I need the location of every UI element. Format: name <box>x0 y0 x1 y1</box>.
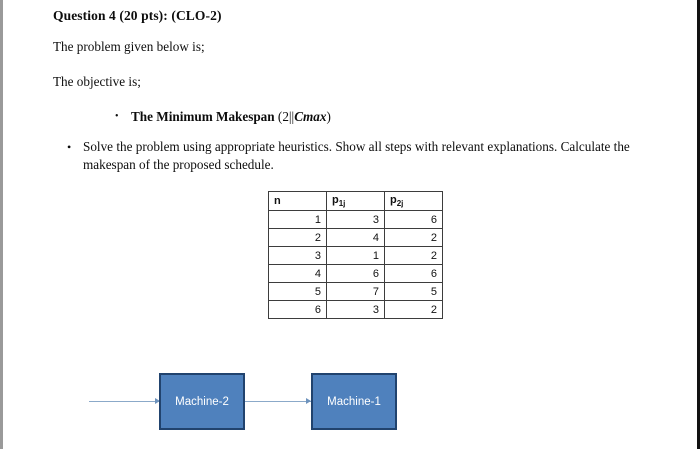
objective-label-close: ) <box>326 109 331 124</box>
table-row: 5 7 5 <box>268 282 443 301</box>
cell-p1j: 3 <box>326 210 385 229</box>
cell-n: 1 <box>268 210 327 229</box>
cell-p2j: 2 <box>384 228 443 247</box>
cell-p2j: 2 <box>384 300 443 319</box>
cell-p1j: 7 <box>326 282 385 301</box>
column-header-p2j: p2j <box>384 191 443 211</box>
arrow-head-icon <box>155 398 160 404</box>
cell-n: 4 <box>268 264 327 283</box>
machine-flow-diagram: Machine-2 Machine-1 <box>3 355 700 449</box>
cell-p1j: 3 <box>326 300 385 319</box>
bullet-dot-icon: • <box>115 111 119 122</box>
table-header-row: n p1j p2j <box>268 191 443 211</box>
cell-p2j: 5 <box>384 282 443 301</box>
cell-p1j: 6 <box>326 264 385 283</box>
objective-label: The Minimum Makespan (2||Cmax) <box>131 108 331 126</box>
cell-p2j: 6 <box>384 210 443 229</box>
cell-n: 6 <box>268 300 327 319</box>
column-header-p1j-base: p <box>332 193 339 206</box>
paragraph-problem-intro: The problem given below is; <box>53 39 205 54</box>
instruction-text: Solve the problem using appropriate heur… <box>83 139 630 172</box>
column-header-p2j-sub: 2j <box>396 199 404 209</box>
table-row: 2 4 2 <box>268 228 443 247</box>
arrow-head-icon <box>306 398 311 404</box>
cell-p2j: 6 <box>384 264 443 283</box>
page-title: Question 4 (20 pts): (CLO-2) <box>53 8 222 23</box>
flow-box-machine-2[interactable]: Machine-2 <box>159 373 245 430</box>
cell-p1j: 4 <box>326 228 385 247</box>
objective-label-bold: The Minimum Makespan <box>131 109 275 124</box>
objective-label-open: (2|| <box>274 109 295 124</box>
paragraph-objective-intro: The objective is; <box>53 74 141 89</box>
processing-times-table: n p1j p2j 1 3 6 2 4 2 3 1 2 4 <box>268 191 443 319</box>
cell-n: 3 <box>268 246 327 265</box>
table-row: 6 3 2 <box>268 300 443 319</box>
column-header-p1j: p1j <box>326 191 385 211</box>
bullet-dot-icon: • <box>67 140 72 154</box>
cell-p2j: 2 <box>384 246 443 265</box>
cell-p1j: 1 <box>326 246 385 265</box>
connector-input-line <box>89 401 161 403</box>
table-row: 3 1 2 <box>268 246 443 265</box>
objective-label-cmax: Cmax <box>294 109 327 124</box>
column-header-p1j-sub: 1j <box>338 199 346 209</box>
column-header-n: n <box>268 191 327 211</box>
cell-n: 5 <box>268 282 327 301</box>
list-item-instruction: • Solve the problem using appropriate he… <box>67 138 672 174</box>
column-header-p2j-base: p <box>390 193 397 206</box>
table-row: 1 3 6 <box>268 210 443 229</box>
cell-n: 2 <box>268 228 327 247</box>
table-row: 4 6 6 <box>268 264 443 283</box>
connector-middle-line <box>245 401 313 403</box>
flow-box-machine-1[interactable]: Machine-1 <box>311 373 397 430</box>
list-item-objective: • The Minimum Makespan (2||Cmax) <box>115 108 331 126</box>
column-header-n-text: n <box>274 195 281 207</box>
